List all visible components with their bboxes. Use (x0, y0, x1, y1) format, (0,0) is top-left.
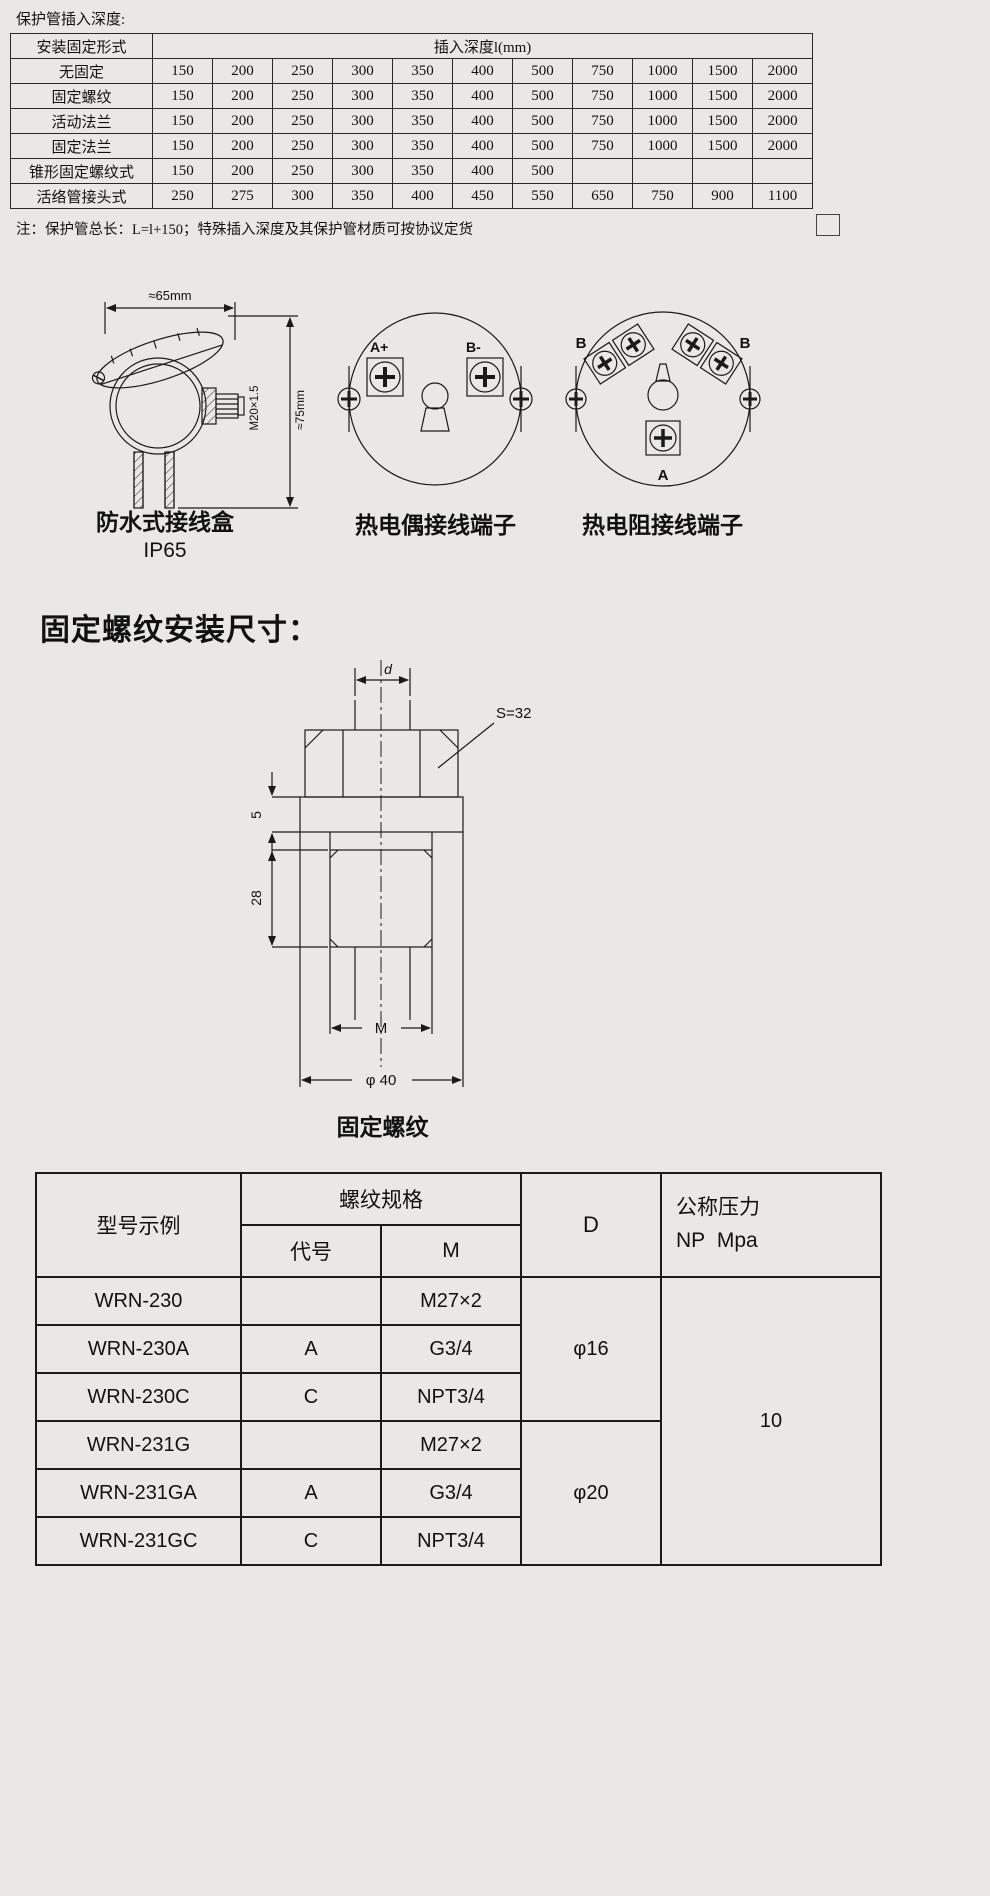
spec-row: WRN-231GA A G3/4 (35, 1468, 881, 1518)
dim-d-label: d (384, 661, 393, 677)
tube-wall-right (164, 451, 175, 509)
flange (299, 796, 464, 833)
header-pressure: 公称压力 NP Mpa (660, 1172, 882, 1278)
label-b-left: B (576, 335, 587, 352)
junction-box-drawing: ≈65mm M20×1.5 (91, 288, 307, 509)
table-note: 注：保护管总长：L=l+150；特殊插入深度及其保护管材质可按协议定货 (16, 222, 473, 238)
dim-width-label: ≈65mm (148, 288, 191, 303)
d-group-16: φ16 (520, 1276, 662, 1422)
d-group-20: φ20 (520, 1420, 662, 1566)
centre-post (420, 382, 450, 432)
label-a: A (658, 467, 669, 484)
junction-box-rating: IP65 (143, 539, 187, 562)
terminal-b-screw (466, 357, 504, 397)
header-d: D (520, 1172, 662, 1278)
header-code: 代号 (240, 1224, 382, 1278)
thread-mounting-drawing: d S=32 5 (248, 660, 531, 1089)
terminal-a-screw (645, 420, 681, 456)
terminal-b-label: B- (466, 339, 481, 355)
pressure-line1: 公称压力 (676, 1196, 760, 1220)
terminal-b-right-screws (671, 323, 743, 385)
terminal-a-label: A+ (370, 339, 388, 355)
terminal-b-left-screws (583, 323, 655, 385)
edge-screw-right (509, 387, 533, 411)
insertion-depth-caption: 保护管插入深度: (16, 12, 126, 28)
rtd-caption: 热电阻接线端子 (582, 512, 743, 538)
gland-hatch (201, 387, 217, 425)
thermocouple-terminal-drawing: A+ B- (337, 312, 533, 486)
cap-lid (91, 327, 224, 389)
spec-subheader-row: 代号 M (36, 1224, 881, 1278)
header-m: M (380, 1224, 522, 1278)
pressure-value: 10 (660, 1276, 882, 1566)
terminal-a-screw (366, 357, 404, 397)
spec-row: WRN-231G M27×2 φ20 (35, 1420, 881, 1566)
spec-row: WRN-230C C NPT3/4 (35, 1372, 881, 1422)
dim-dia-label: φ 40 (366, 1072, 397, 1089)
edge-screw-left (565, 388, 587, 410)
thermocouple-caption: 热电偶接线端子 (355, 512, 516, 538)
header-cell: 安装固定形式 (10, 33, 153, 59)
dim-flange-label: 5 (248, 811, 264, 819)
gland-thread-label: M20×1.5 (249, 385, 261, 430)
threaded-body (329, 849, 433, 948)
note-end-box (816, 214, 840, 236)
label-b-right: B (740, 335, 751, 352)
rtd-terminal-drawing: B B A (565, 311, 761, 487)
spec-row: WRN-230A A G3/4 (35, 1324, 881, 1374)
junction-box-caption: 防水式接线盒 (96, 509, 234, 535)
dim-m-label: M (375, 1020, 388, 1037)
pressure-line2: NP Mpa (676, 1229, 758, 1252)
head-body (109, 357, 207, 455)
section-title: 固定螺纹安装尺寸： (40, 614, 319, 647)
spec-row: WRN-230 M27×2 φ16 10 (35, 1276, 882, 1566)
centre-post (647, 363, 679, 411)
header-model: 型号示例 (35, 1172, 242, 1278)
dim-body-label: 28 (248, 890, 264, 906)
dim-height-label: ≈75mm (293, 390, 307, 430)
spec-header-row: 型号示例 螺纹规格 D 公称压力 NP Mpa (35, 1172, 882, 1278)
tube-wall-left (133, 451, 144, 509)
model-spec-table: 型号示例 螺纹规格 D 公称压力 NP Mpa 代号 M WRN-230 M27… (35, 1172, 882, 1566)
dim-s-label: S=32 (496, 705, 531, 722)
edge-screw-left (337, 387, 361, 411)
header-thread-spec: 螺纹规格 (240, 1172, 522, 1226)
table-header-row: 安装固定形式 插入深度l(mm) (10, 33, 814, 59)
thread-drawing-caption: 固定螺纹 (336, 1114, 429, 1140)
spec-row: WRN-231GC C NPT3/4 (35, 1516, 881, 1566)
edge-screw-right (739, 388, 761, 410)
header-cell: 插入深度l(mm) (151, 33, 814, 59)
